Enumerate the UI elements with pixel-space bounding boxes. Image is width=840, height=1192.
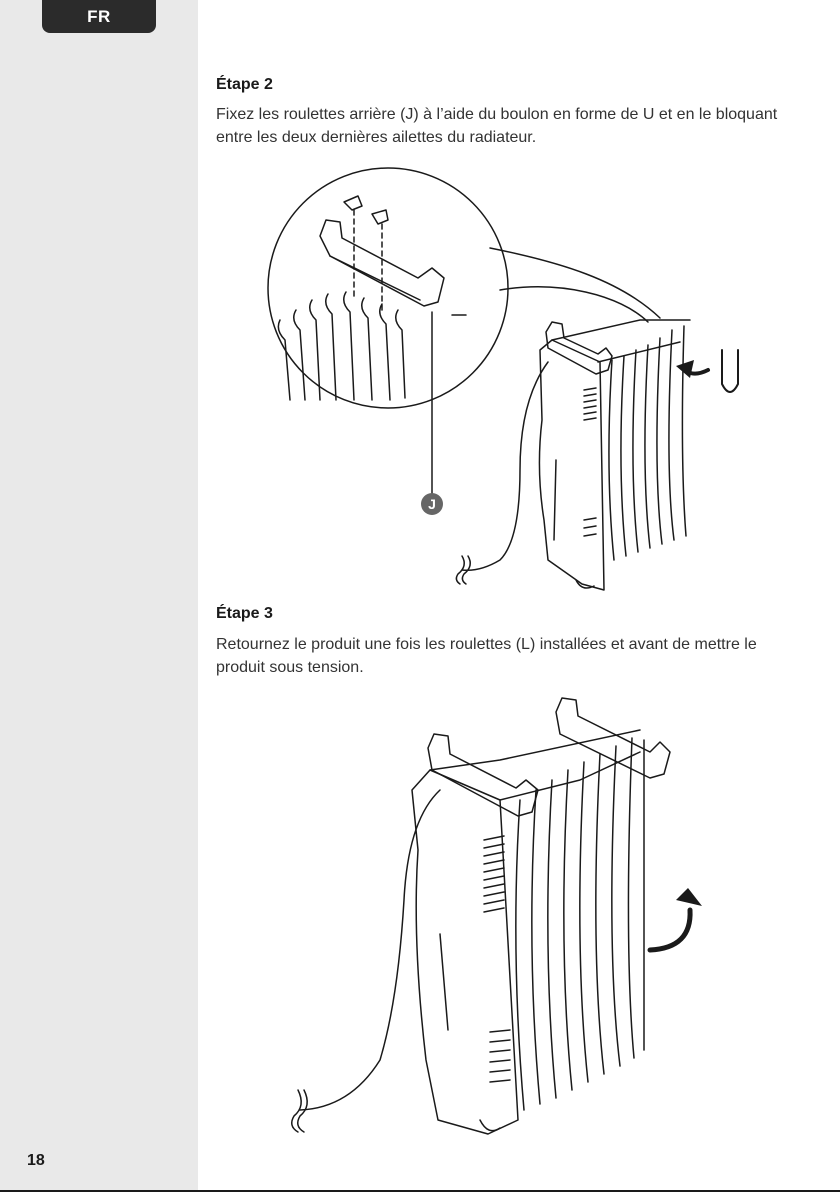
rotate-arrow-icon — [650, 888, 702, 950]
